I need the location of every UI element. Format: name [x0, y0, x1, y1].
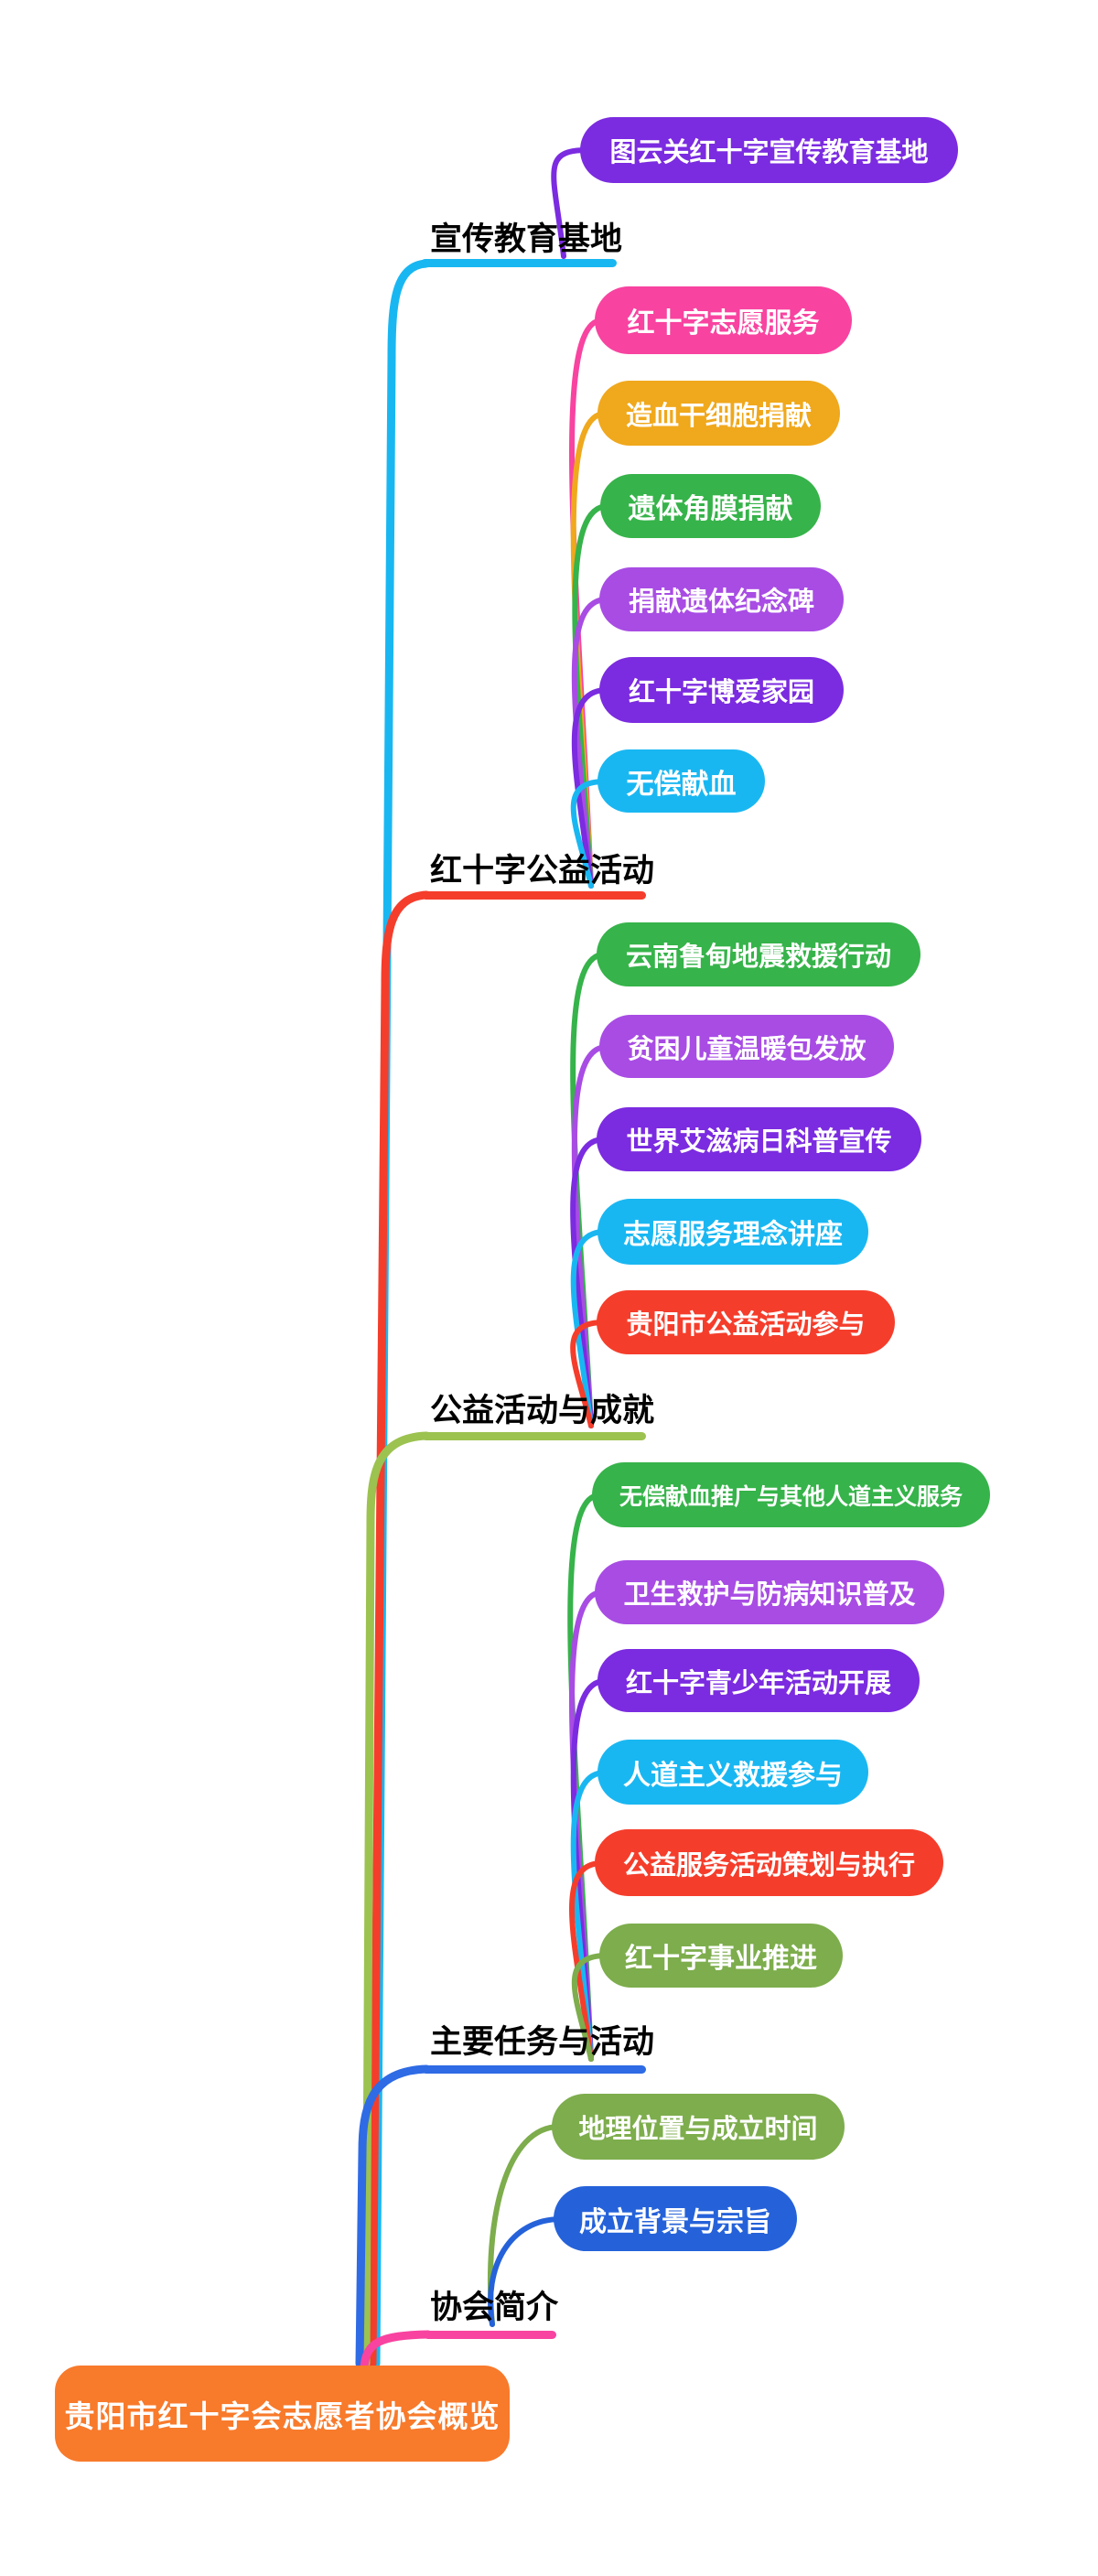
node-boai-jiayuan[interactable]: 红十字博爱家园 — [599, 657, 844, 723]
branch-underline-xuanchuan — [421, 259, 617, 267]
branch-label-gongyi-chengjiu[interactable]: 公益活动与成就 — [430, 1393, 655, 1428]
trunk-line-jianjie — [360, 2330, 433, 2372]
child-connector — [570, 1770, 608, 2062]
node-chengli-beijing[interactable]: 成立背景与宗旨 — [554, 2186, 797, 2251]
branch-underline-chengjiu — [422, 1432, 646, 1440]
node-shiye-tuijin[interactable]: 红十字事业推进 — [599, 1924, 843, 1988]
trunk-line-xuanchuan — [371, 259, 431, 2368]
branch-label-hongshizi-gongyi-huodong[interactable]: 红十字公益活动 — [430, 853, 655, 889]
node-xianxue-tuiguang[interactable]: 无偿献血推广与其他人道主义服务 — [592, 1462, 990, 1527]
node-aizibingri[interactable]: 世界艾滋病日科普宣传 — [597, 1107, 921, 1171]
child-connector — [571, 1953, 609, 2062]
node-zaoxue-ganxibao[interactable]: 造血干细胞捐献 — [597, 381, 840, 446]
trunk-line-gongyi-huodong — [368, 890, 431, 2368]
branch-label-xuanchuan-jiaoyu-jidi[interactable]: 宣传教育基地 — [430, 221, 623, 257]
node-yiti-jiaomo[interactable]: 遗体角膜捐献 — [600, 474, 821, 538]
child-connector — [570, 1137, 607, 1428]
child-connector — [570, 1229, 608, 1428]
child-connector — [570, 779, 608, 889]
branch-underline-gongyi-huodong — [422, 891, 646, 900]
node-linian-jiangzuo[interactable]: 志愿服务理念讲座 — [597, 1199, 868, 1265]
node-guiyang-canyu[interactable]: 贵阳市公益活动参与 — [597, 1290, 895, 1354]
node-wennuanbao[interactable]: 贫困儿童温暖包发放 — [599, 1015, 894, 1078]
node-jinianbei[interactable]: 捐献遗体纪念碑 — [599, 567, 844, 631]
node-weisheng-jiuhu[interactable]: 卫生救护与防病知识普及 — [595, 1560, 944, 1624]
branch-underline-jianjie — [424, 2331, 556, 2339]
branch-underline-renwu — [422, 2065, 646, 2074]
node-yunnan-ludian[interactable]: 云南鲁甸地震救援行动 — [597, 922, 920, 986]
child-connector — [570, 1320, 607, 1428]
child-connector — [488, 2216, 564, 2327]
node-wuchang-xianxue[interactable]: 无偿献血 — [597, 749, 765, 813]
branch-label-xiehui-jianjie[interactable]: 协会简介 — [430, 2290, 559, 2325]
node-dili-weizhi[interactable]: 地理位置与成立时间 — [552, 2094, 845, 2160]
child-connector — [569, 1860, 605, 2062]
trunk-line-chengjiu — [361, 1431, 431, 2368]
root-node[interactable]: 贵阳市红十字会志愿者协会概览 — [55, 2366, 510, 2462]
node-tuyunguan-jidi[interactable]: 图云关红十字宣传教育基地 — [580, 117, 958, 183]
node-qingshaonian-huodong[interactable]: 红十字青少年活动开展 — [597, 1649, 920, 1712]
trunk-line-renwu — [355, 2064, 431, 2368]
node-rendao-jiuyuan[interactable]: 人道主义救援参与 — [597, 1740, 868, 1805]
child-connector — [551, 147, 590, 259]
node-zhiyuan-fuwu[interactable]: 红十字志愿服务 — [595, 286, 852, 354]
node-cehua-zhixing[interactable]: 公益服务活动策划与执行 — [595, 1829, 943, 1896]
branch-label-zhuyao-renwu[interactable]: 主要任务与活动 — [430, 2024, 655, 2060]
child-connector — [571, 687, 609, 889]
